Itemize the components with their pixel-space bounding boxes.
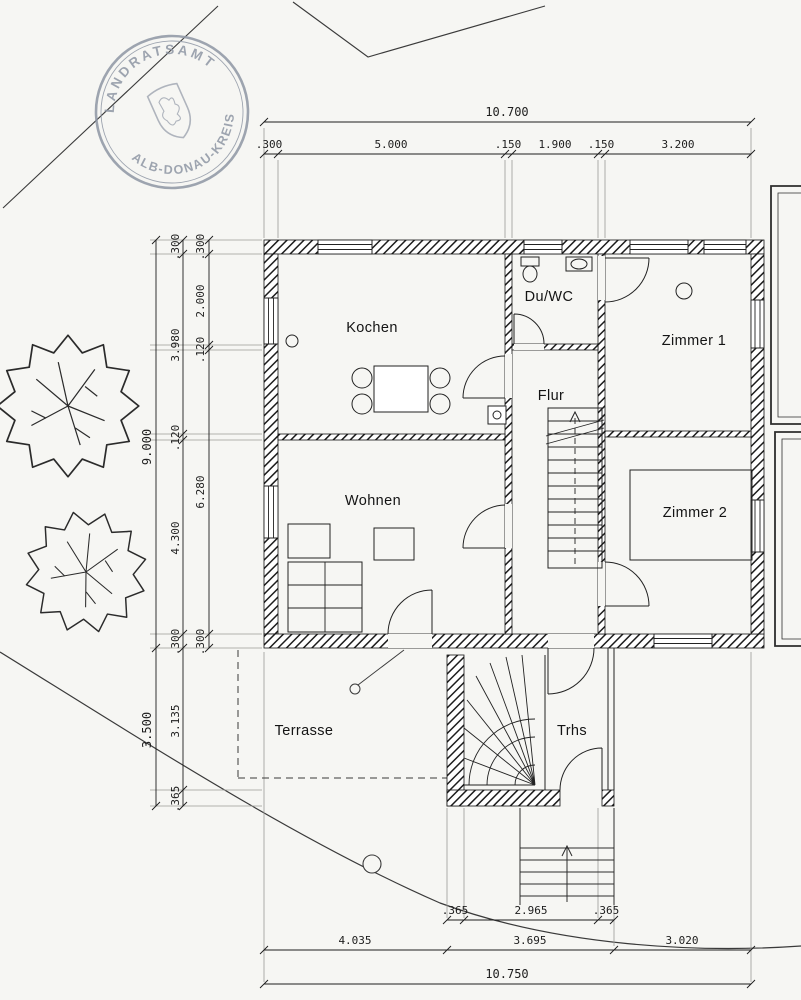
furniture (285, 256, 753, 633)
door-zimmer1 (604, 257, 650, 303)
dim-label: 4.300 (169, 521, 182, 554)
window (653, 633, 713, 649)
dim-label: 3.200 (661, 138, 694, 151)
wall-stairwell-bottom-right (601, 789, 615, 807)
wall-stairwell-left (446, 654, 465, 807)
door-entry (547, 647, 595, 695)
sofa (287, 523, 415, 633)
spiral-stairs (463, 654, 536, 786)
dim-label: 9.000 (140, 429, 154, 465)
room-label-kochen: Kochen (346, 320, 398, 336)
bed (629, 469, 753, 561)
dim-label: .300 (194, 629, 207, 656)
dim-label: 3.695 (513, 934, 546, 947)
terrace-outline (237, 649, 447, 779)
dim-label: .150 (588, 138, 615, 151)
room-label-trhs: Trhs (557, 723, 587, 739)
door-wohnen (462, 504, 506, 549)
room-label-flur: Flur (538, 388, 565, 404)
wall-kochen-wohnen (277, 433, 506, 441)
kitchen-table (351, 365, 451, 415)
room-label-terrasse: Terrasse (275, 723, 334, 739)
exterior-steps (519, 808, 615, 905)
dim-label: 1.900 (538, 138, 571, 151)
dimension-lines (151, 117, 756, 989)
dim-label: 3.020 (665, 934, 698, 947)
dim-label: 2.965 (514, 904, 547, 917)
window (750, 299, 765, 349)
stairwell-boundaries (544, 648, 615, 790)
door-zimmer2 (604, 561, 650, 607)
site-boundary-lines (0, 1, 801, 950)
door-stairwell (559, 747, 603, 791)
doors (387, 256, 650, 791)
wall-stairwell-bottom (446, 789, 561, 807)
dim-label: 2.000 (194, 284, 207, 317)
dim-label: 5.000 (374, 138, 407, 151)
window (263, 297, 279, 345)
dim-label: .300 (256, 138, 283, 151)
dim-label: 3.500 (140, 712, 154, 748)
window (629, 239, 689, 255)
dim-bottom-total: 10.750 (485, 967, 528, 981)
stamp-crest-icon (146, 82, 192, 139)
dim-label: 3.980 (169, 328, 182, 361)
neighbor-structures (770, 185, 801, 647)
room-label-zimmer1: Zimmer 1 (662, 333, 726, 349)
dim-label: .120 (194, 337, 207, 364)
stamp-inner-ring (100, 40, 244, 184)
lamp-symbol (675, 282, 693, 300)
room-label-zimmer2: Zimmer 2 (663, 505, 727, 521)
dim-label: 6.280 (194, 475, 207, 508)
wall-duwc (511, 343, 599, 351)
window (703, 239, 747, 255)
dim-label: 4.035 (338, 934, 371, 947)
windows (263, 239, 765, 649)
room-label-duwc: Du/WC (525, 289, 574, 305)
lamp-symbol (285, 334, 299, 348)
window (750, 499, 765, 553)
dim-top-total: 10.700 (485, 105, 528, 119)
dim-label: .300 (169, 629, 182, 656)
wall-kochen-flur (504, 253, 513, 635)
wc-sink (565, 256, 593, 272)
wc-toilet (520, 256, 540, 283)
coffee-table (373, 527, 415, 561)
room-label-wohnen: Wohnen (345, 493, 401, 509)
door-duwc (513, 313, 545, 345)
wall-fixture (487, 405, 507, 425)
dim-label: 3.135 (169, 704, 182, 737)
room-labels: Kochen Du/WC Zimmer 1 Flur Wohnen Zimmer… (275, 289, 727, 739)
door-kochen (462, 355, 506, 399)
dim-label: .300 (194, 234, 207, 261)
dim-label: .150 (495, 138, 522, 151)
up-arrow-icon (561, 844, 573, 902)
dim-label: .365 (593, 904, 620, 917)
window (317, 239, 373, 255)
dim-label: .365 (169, 786, 182, 813)
dim-label: .300 (169, 234, 182, 261)
dim-label: .365 (442, 904, 469, 917)
dim-label: .120 (169, 425, 182, 452)
interior-stairs (545, 407, 605, 569)
door-terrasse (387, 589, 433, 635)
dimension-labels: 10.700 .300 5.000 .150 1.900 .150 3.200 … (140, 105, 699, 981)
stamp-outer-ring (94, 34, 250, 190)
window (523, 239, 563, 255)
window (263, 485, 279, 539)
wall-zimmer1-zimmer2 (604, 430, 752, 438)
